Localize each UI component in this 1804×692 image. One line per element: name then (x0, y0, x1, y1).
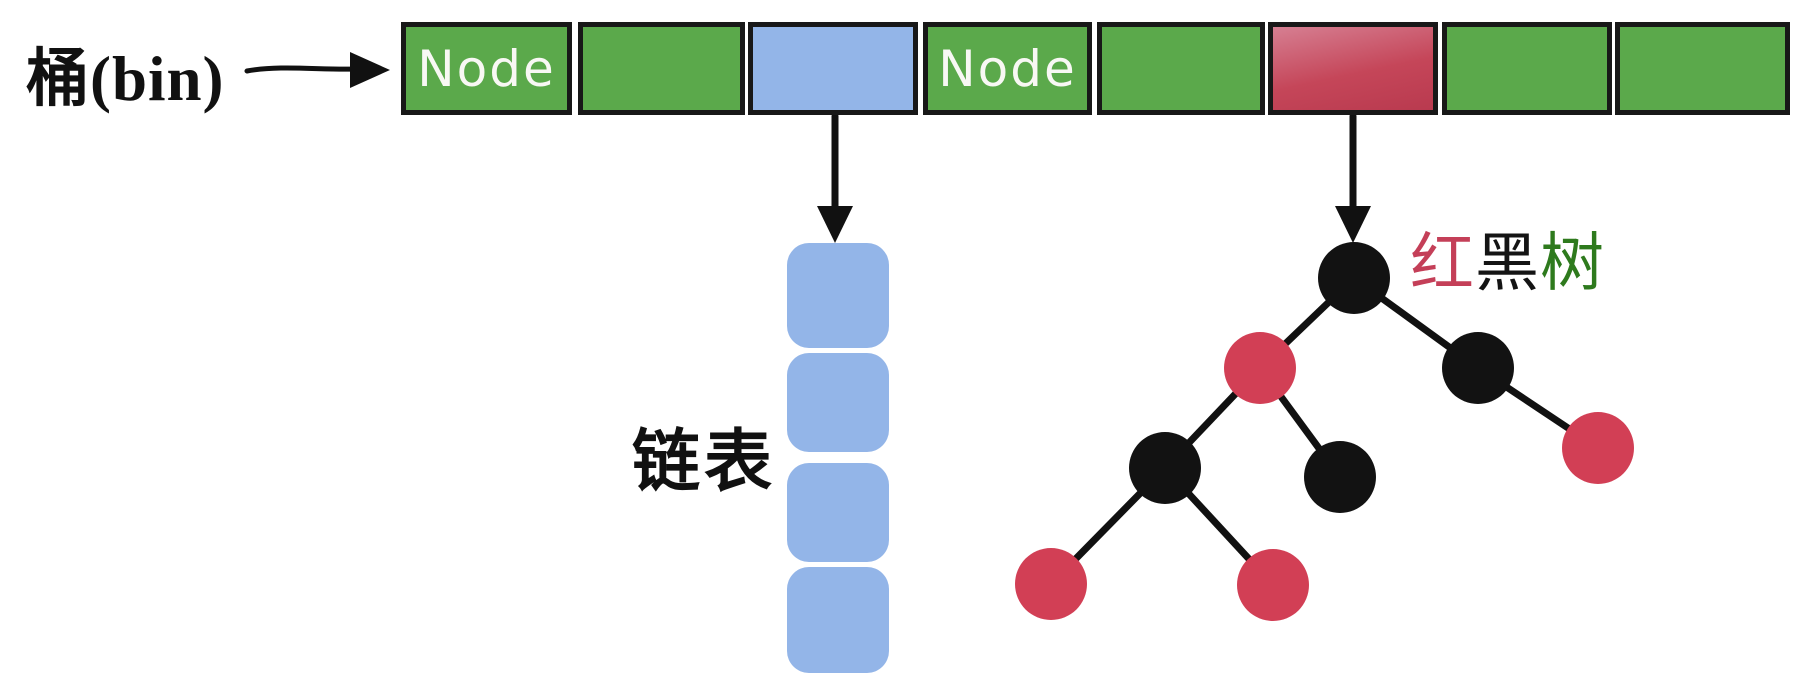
red-black-tree-label: 红黑树 (1410, 212, 1605, 304)
rbt-char: 树 (1540, 228, 1605, 299)
bucket-cell-green-node: Node (401, 22, 572, 115)
tree-node-red (1224, 332, 1296, 404)
tree-node-red (1015, 548, 1087, 620)
tree-node-red (1562, 412, 1634, 484)
linked-list-node (787, 243, 889, 348)
bucket-arrow-head (350, 52, 390, 88)
bucket-cell-red (1268, 22, 1438, 115)
bucket-cell-green (1097, 22, 1265, 115)
tree-node-black (1442, 332, 1514, 404)
bucket-label: 桶(bin) (26, 44, 225, 114)
tree-node-black (1129, 432, 1201, 504)
tree-arrow-head (1335, 206, 1371, 243)
bucket-cell-green-node: Node (923, 22, 1092, 115)
bucket-cell-green (578, 22, 745, 115)
bucket-cell-blue (748, 22, 918, 115)
tree-node-black (1304, 441, 1376, 513)
rbt-char: 红 (1410, 228, 1475, 299)
tree-node-red (1237, 549, 1309, 621)
linked-list-label: 链表 (632, 424, 777, 500)
rbt-char: 黑 (1475, 228, 1540, 299)
linked-list-arrow-head (817, 206, 853, 243)
tree-node-black (1318, 242, 1390, 314)
linked-list-node (787, 567, 889, 673)
bucket-cell-green (1442, 22, 1612, 115)
linked-list-node (787, 353, 889, 452)
linked-list-node (787, 463, 889, 562)
bucket-cell-green (1615, 22, 1790, 115)
bucket-arrow-stem (244, 65, 357, 74)
